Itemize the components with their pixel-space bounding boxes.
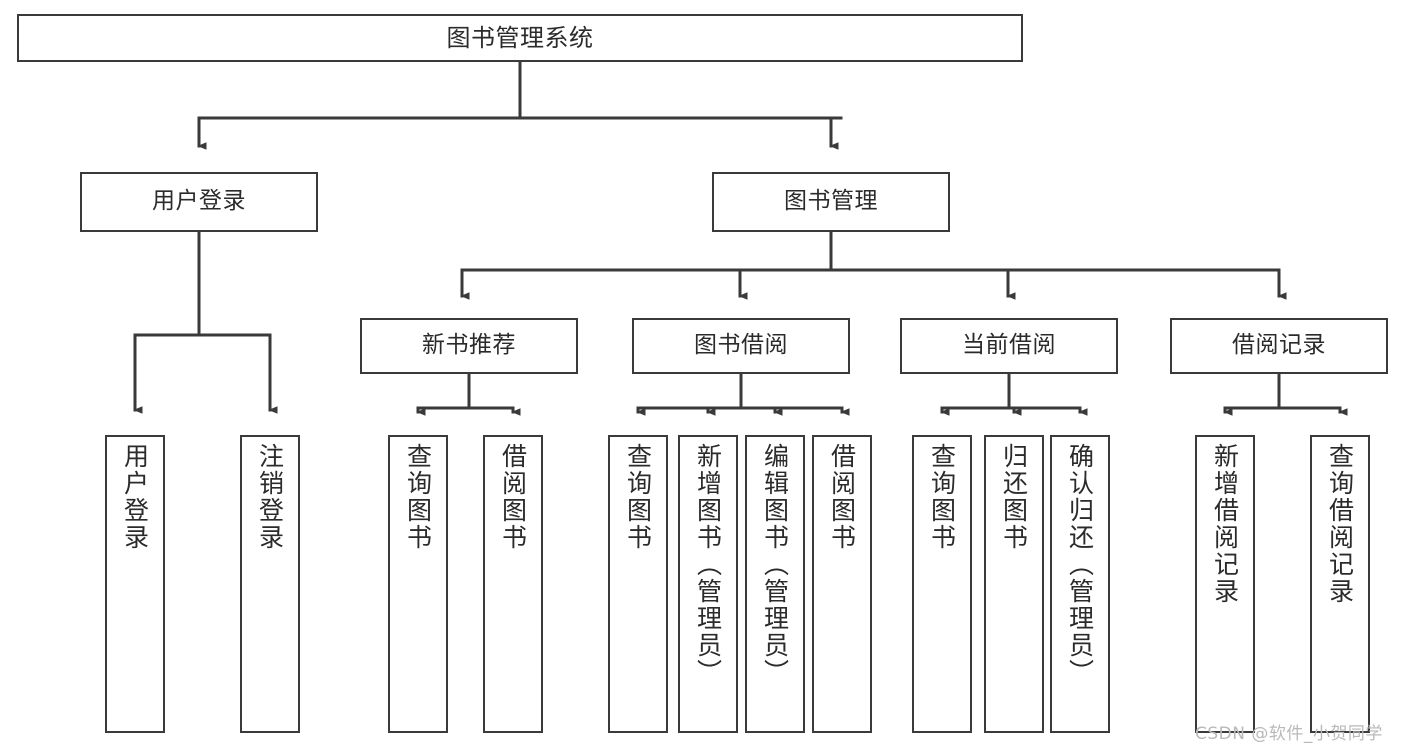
leaf-query-book-borrow-label: 查询图书 [623, 443, 653, 551]
leaf-add-book-admin-label: 新增图书（管理员） [693, 443, 723, 686]
leaf-query-borrow-record-label: 查询借阅记录 [1325, 443, 1355, 605]
leaf-borrow-book-newbook-label: 借阅图书 [498, 443, 528, 551]
node-user-login-label: 用户登录 [152, 188, 246, 215]
node-root[interactable]: 图书管理系统 [17, 14, 1023, 62]
node-user-login[interactable]: 用户登录 [80, 172, 318, 232]
node-book-borrow-label: 图书借阅 [694, 332, 788, 359]
node-book-borrow[interactable]: 图书借阅 [632, 318, 850, 374]
leaf-user-logout[interactable]: 注销登录 [240, 435, 300, 733]
node-new-book-recommend-label: 新书推荐 [422, 332, 516, 359]
leaf-query-book-newbook-label: 查询图书 [403, 443, 433, 551]
leaf-confirm-return-admin-label: 确认归还（管理员） [1065, 443, 1095, 686]
leaf-borrow-book[interactable]: 借阅图书 [812, 435, 872, 733]
node-current-borrow-label: 当前借阅 [962, 332, 1056, 359]
leaf-return-book-label: 归还图书 [999, 443, 1029, 551]
node-new-book-recommend[interactable]: 新书推荐 [360, 318, 578, 374]
leaf-add-book-admin[interactable]: 新增图书（管理员） [678, 435, 738, 733]
leaf-query-borrow-record[interactable]: 查询借阅记录 [1310, 435, 1370, 733]
leaf-query-book-current[interactable]: 查询图书 [912, 435, 972, 733]
csdn-watermark: CSDN @软件_小贺同学 [1195, 724, 1383, 744]
leaf-query-book-borrow[interactable]: 查询图书 [608, 435, 668, 733]
node-borrow-record[interactable]: 借阅记录 [1170, 318, 1388, 374]
leaf-user-login-label: 用户登录 [120, 443, 150, 551]
leaf-edit-book-admin[interactable]: 编辑图书（管理员） [745, 435, 805, 733]
leaf-add-borrow-record-label: 新增借阅记录 [1210, 443, 1240, 605]
node-current-borrow[interactable]: 当前借阅 [900, 318, 1118, 374]
leaf-add-borrow-record[interactable]: 新增借阅记录 [1195, 435, 1255, 733]
leaf-query-book-current-label: 查询图书 [927, 443, 957, 551]
node-book-management[interactable]: 图书管理 [712, 172, 950, 232]
leaf-query-book-newbook[interactable]: 查询图书 [388, 435, 448, 733]
leaf-user-login[interactable]: 用户登录 [105, 435, 165, 733]
leaf-return-book[interactable]: 归还图书 [984, 435, 1044, 733]
leaf-borrow-book-label: 借阅图书 [827, 443, 857, 551]
leaf-borrow-book-newbook[interactable]: 借阅图书 [483, 435, 543, 733]
node-root-label: 图书管理系统 [446, 23, 594, 52]
leaf-user-logout-label: 注销登录 [255, 443, 285, 551]
leaf-edit-book-admin-label: 编辑图书（管理员） [760, 443, 790, 686]
node-borrow-record-label: 借阅记录 [1232, 332, 1326, 359]
leaf-confirm-return-admin[interactable]: 确认归还（管理员） [1050, 435, 1110, 733]
node-book-management-label: 图书管理 [784, 188, 878, 215]
